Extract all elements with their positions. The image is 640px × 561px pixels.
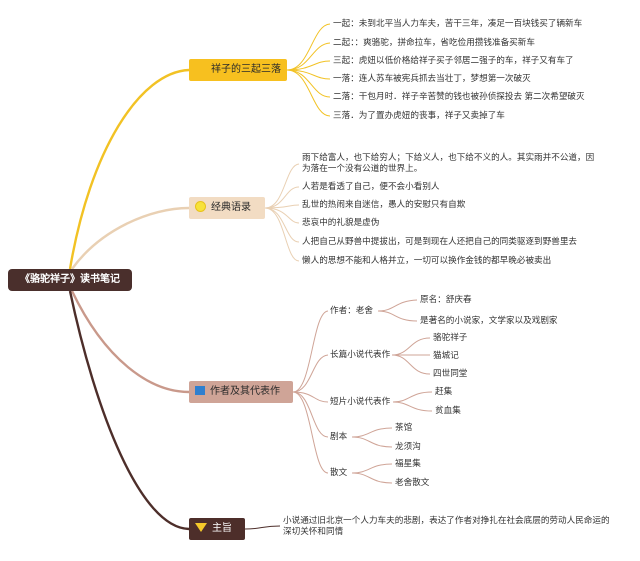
leaf-item[interactable]: 二落：干包月时．祥子辛苦赞的钱也被孙侦探投去 第二次希望破灭 [333,91,585,101]
branch-classic-quotes[interactable]: 经典语录 [189,197,265,219]
leaf-item[interactable]: 一落：连人苏车被宪兵抓去当壮丁，梦想第一次破灭 [333,73,531,83]
leaf-item[interactable]: 雨下给富人，也下给穷人；下给义人，也下给不义的人。其实雨并不公道，因为落在一个没… [302,152,595,173]
subtopic-novels[interactable]: 长篇小说代表作 [330,349,391,359]
branch-label: 经典语录 [211,202,251,213]
leaf-item[interactable]: 人把自己从野兽中提拔出，可是到现在人还把自己的同类驱逐到野兽里去 [302,236,578,246]
leaf-item[interactable]: 茶馆 [395,422,413,432]
leaf-item[interactable]: 四世同堂 [433,368,468,378]
theme-text[interactable]: 小说通过旧北京一个人力车夫的悲剧，表达了作者对挣扎在社会底层的劳动人民命运的深切… [283,515,610,536]
subtopic-essays[interactable]: 散文 [330,467,348,477]
branch-label: 作者及其代表作 [210,386,280,397]
link-root-branch1 [68,68,190,270]
leaf-item[interactable]: 龙须沟 [395,441,421,451]
leaf-item[interactable]: 三起：虎妞以低价格给祥子买子邻居二强子的车，祥子又有车了 [333,55,574,65]
branch-main-theme[interactable]: 主旨 [189,518,245,540]
root-node[interactable]: 《骆驼祥子》读书笔记 [8,269,132,291]
branch-three-ups-downs[interactable]: 祥子的三起三落 [189,59,287,81]
flag-icon [195,385,205,395]
leaf-item[interactable]: 是著名的小说家，文学家以及戏剧家 [420,315,558,325]
link-root-branch3 [70,290,190,394]
leaf-item[interactable]: 赶集 [435,386,453,396]
leaf-item[interactable]: 原名：舒庆春 [420,294,472,304]
leaf-item[interactable]: 福星集 [395,458,421,468]
leaf-item[interactable]: 懒人的思想不能和人格并立，一切可以换作金钱的都早晚必被卖出 [302,255,552,265]
branch-author-works[interactable]: 作者及其代表作 [189,381,293,403]
subtopic-plays[interactable]: 剧本 [330,431,348,441]
leaf-item[interactable]: 老舍散文 [395,477,430,487]
link-root-branch2 [71,206,190,270]
leaf-item[interactable]: 骆驼祥子 [433,332,468,342]
leaf-item[interactable]: 贫血集 [435,405,461,415]
leaf-item[interactable]: 二起：：爽骆驼，拼命拉车，省吃俭用攒钱准备买新车 [333,37,535,47]
diamond-icon [195,522,207,532]
leaf-item[interactable]: 乱世的热闹来自迷信，愚人的安慰只有自欺 [302,199,466,209]
lightbulb-icon [195,200,206,212]
leaf-item[interactable]: 一起：未到北平当人力车夫，苦干三年，凑足一百块钱买了辆新车 [333,18,583,28]
link-root-branch4 [68,290,190,531]
leaf-item[interactable]: 三落．为了置办虎妞的丧事，祥子又卖掉了车 [333,110,505,120]
branch-label: 主旨 [212,523,232,534]
subtopic-short-stories[interactable]: 短片小说代表作 [330,396,391,406]
branch-label: 祥子的三起三落 [211,64,281,75]
leaf-item[interactable]: 人若是看透了自己，便不会小看别人 [302,181,440,191]
leaf-item[interactable]: 悲哀中的礼貌是虚伪 [302,217,380,227]
leaf-item[interactable]: 猫城记 [433,350,459,360]
subtopic-author[interactable]: 作者：老舍 [330,305,373,315]
